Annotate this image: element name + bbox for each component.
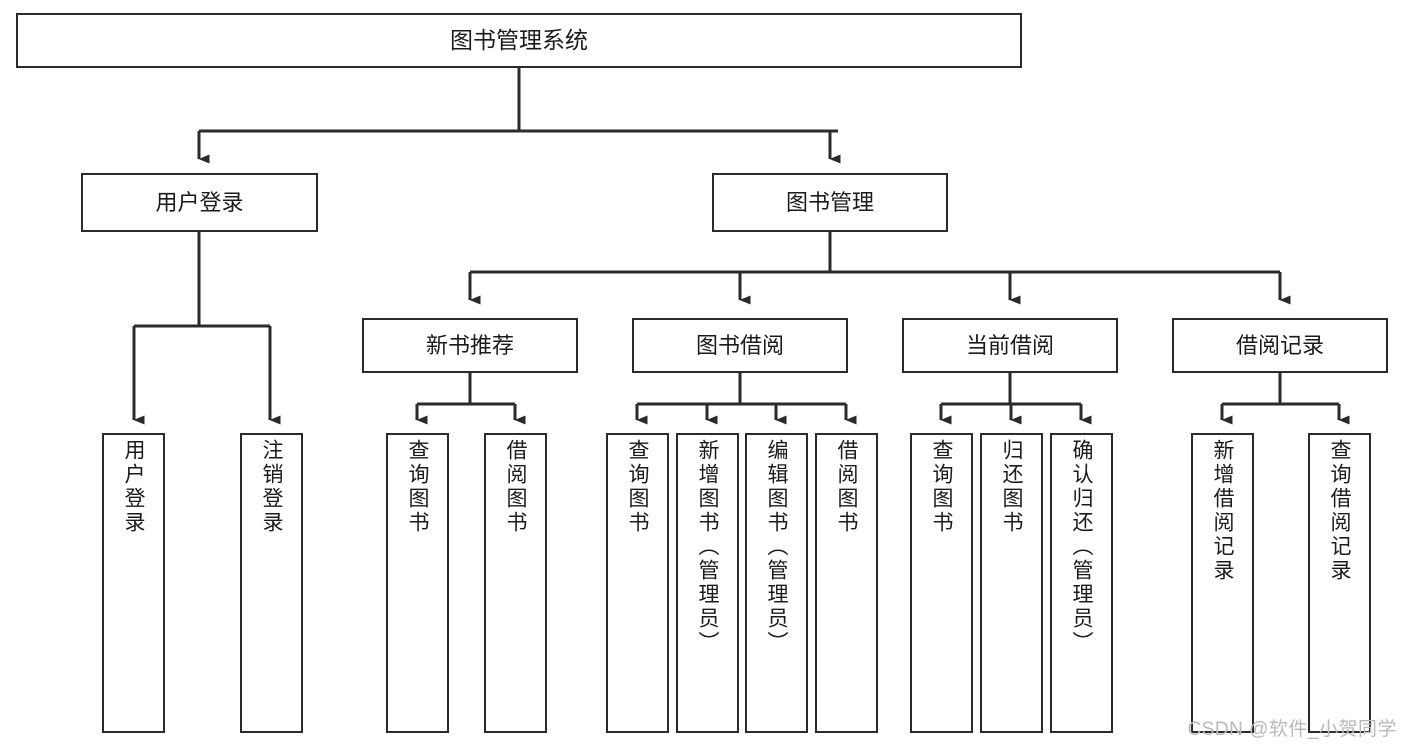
node-root-system[interactable]: 图书管理系统 [16,13,1022,68]
node-label: 确认归还（管理员） [1070,439,1093,655]
node-new-book-recommend[interactable]: 新书推荐 [362,318,578,373]
leaf-borrow-book-recommend[interactable]: 借阅图书 [484,433,547,733]
node-label: 图书借阅 [695,332,784,358]
leaf-add-book-admin[interactable]: 新增图书（管理员） [676,433,739,733]
watermark: CSDN @软件_小贺同学 [1187,719,1397,740]
leaf-logout[interactable]: 注销登录 [240,433,303,733]
node-label: 当前借阅 [965,332,1054,358]
node-label: 新增借阅记录 [1211,439,1234,583]
node-label: 图书管理 [785,189,874,215]
leaf-return-book[interactable]: 归还图书 [980,433,1043,733]
node-book-management[interactable]: 图书管理 [712,173,948,232]
node-user-login[interactable]: 用户登录 [81,173,318,232]
node-label: 查询图书 [930,439,953,535]
node-label: 借阅记录 [1235,332,1324,358]
node-label: 查询图书 [626,439,649,535]
node-label: 图书管理系统 [450,26,588,53]
leaf-query-book-current[interactable]: 查询图书 [910,433,973,733]
leaf-query-book-borrow[interactable]: 查询图书 [606,433,669,733]
node-label: 新增图书（管理员） [696,439,719,655]
leaf-edit-book-admin[interactable]: 编辑图书（管理员） [745,433,808,733]
node-label: 借阅图书 [835,439,858,535]
node-label: 借阅图书 [504,439,527,535]
node-label: 查询图书 [406,439,429,535]
node-book-borrow[interactable]: 图书借阅 [632,318,848,373]
leaf-borrow-book[interactable]: 借阅图书 [815,433,878,733]
leaf-query-book-recommend[interactable]: 查询图书 [386,433,449,733]
node-current-borrow[interactable]: 当前借阅 [902,318,1118,373]
node-label: 新书推荐 [425,332,514,358]
leaf-user-login[interactable]: 用户登录 [102,433,165,733]
leaf-query-borrow-record[interactable]: 查询借阅记录 [1308,433,1371,733]
node-label: 注销登录 [260,439,283,535]
node-label: 查询借阅记录 [1328,439,1351,583]
node-label: 归还图书 [1000,439,1023,535]
leaf-confirm-return-admin[interactable]: 确认归还（管理员） [1050,433,1113,733]
node-label: 用户登录 [155,189,244,215]
node-label: 编辑图书（管理员） [765,439,788,655]
node-borrow-record[interactable]: 借阅记录 [1172,318,1388,373]
leaf-add-borrow-record[interactable]: 新增借阅记录 [1191,433,1254,733]
node-label: 用户登录 [122,439,145,535]
